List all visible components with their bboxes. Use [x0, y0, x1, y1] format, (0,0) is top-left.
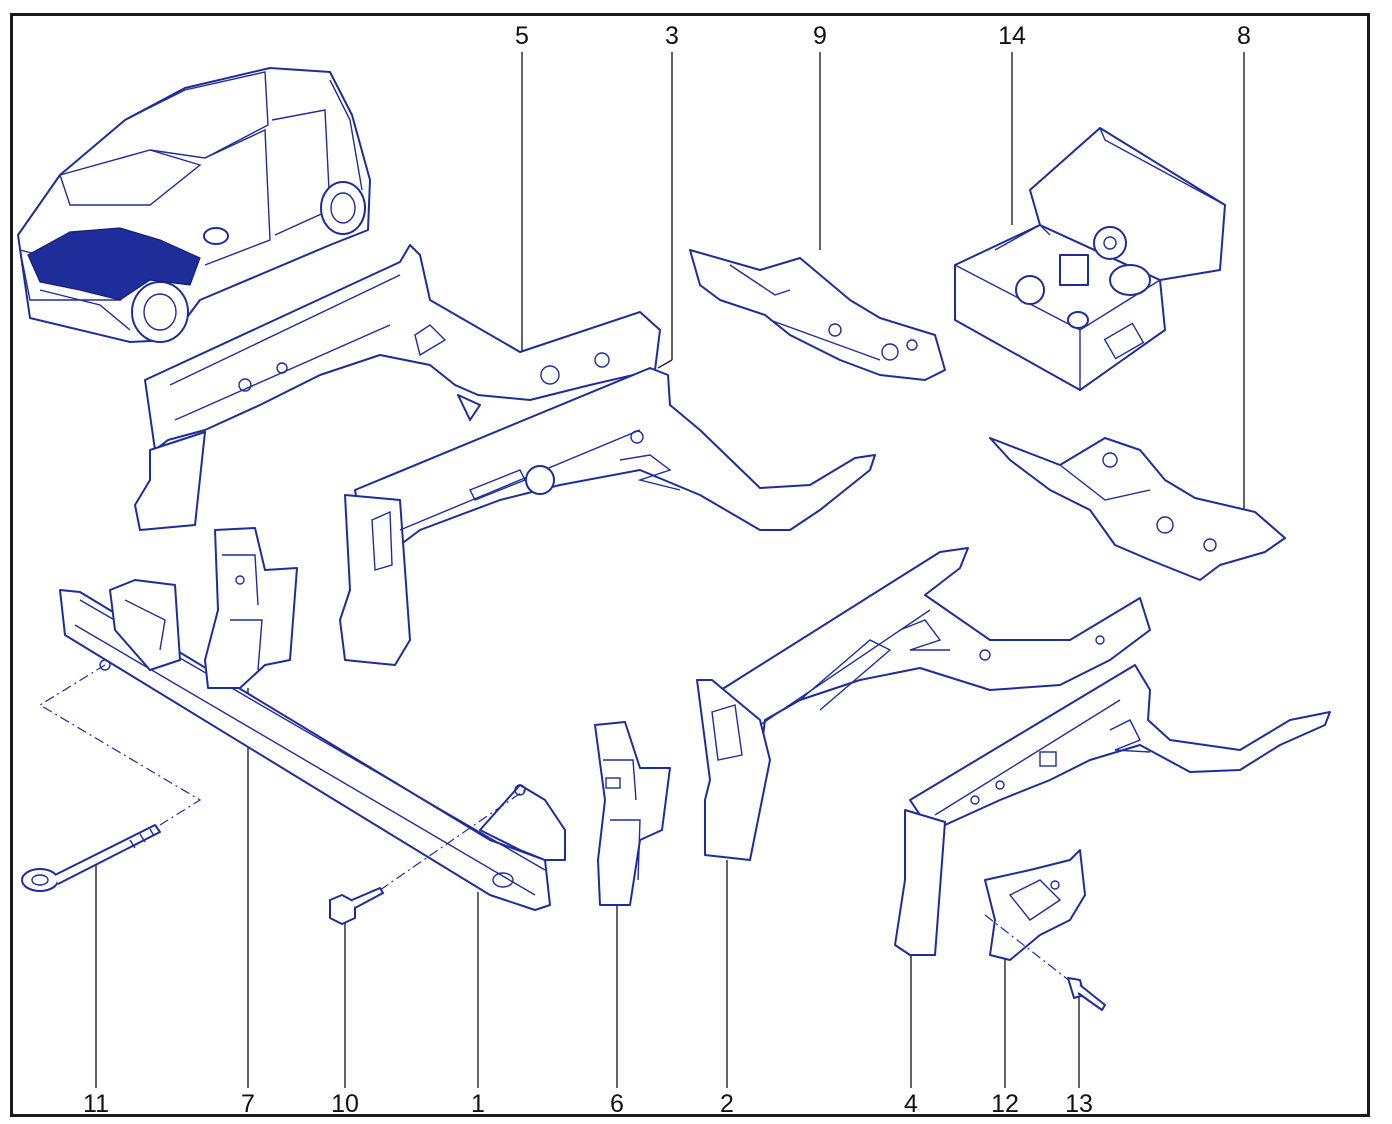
- callout-11: 11: [83, 1090, 109, 1118]
- part-11-towing-eye: [21, 664, 202, 892]
- part-6-crossmember-bracket: [594, 721, 671, 906]
- callout-10: 10: [331, 1090, 359, 1118]
- car-overview-illustration: [17, 67, 371, 343]
- callout-13: 13: [1065, 1090, 1093, 1118]
- leader-3-tail: [657, 359, 673, 369]
- towing-eye-axis: [38, 664, 202, 826]
- callout-7: 7: [241, 1090, 255, 1118]
- leader-lines: [95, 52, 1245, 1088]
- part-4-lower-side-member: [894, 664, 1331, 956]
- callout-12: 12: [991, 1090, 1019, 1118]
- part-7-crossmember-bracket: [204, 527, 298, 689]
- highlighted-front-structure: [27, 227, 201, 301]
- callout-3: 3: [665, 22, 679, 50]
- callout-9: 9: [813, 22, 827, 50]
- callout-5: 5: [515, 22, 529, 50]
- callout-6: 6: [610, 1090, 624, 1118]
- part-2-side-member: [696, 547, 1151, 861]
- part-14-fastener-kit-box: [954, 127, 1226, 391]
- callout-14: 14: [998, 22, 1026, 50]
- part-12-closing-panel: [984, 849, 1086, 986]
- part-5-upper-side-member: [134, 244, 661, 531]
- callout-4: 4: [904, 1090, 918, 1118]
- diagram-frame: [10, 13, 1370, 1117]
- bolt-axis: [379, 789, 526, 891]
- part-10-bolt: [329, 789, 526, 925]
- callout-1: 1: [471, 1090, 485, 1118]
- part-3-side-member: [339, 367, 876, 666]
- part-13-rivet: [1067, 977, 1106, 1011]
- callout-2: 2: [720, 1090, 734, 1118]
- part-8-floor-reinforcement: [989, 437, 1286, 581]
- rivet-axis: [984, 914, 1076, 986]
- part-9-floor-reinforcement: [689, 249, 946, 381]
- part-1-bumper-crossmember: [59, 579, 566, 911]
- callout-8: 8: [1237, 22, 1251, 50]
